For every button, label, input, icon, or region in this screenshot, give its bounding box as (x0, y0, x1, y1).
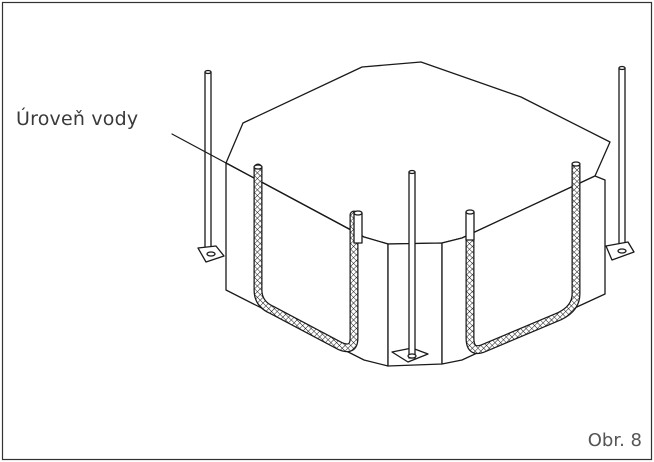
figure-caption: Obr. 8 (587, 430, 642, 451)
back-left-rod (204, 69, 212, 253)
back-right-foot (605, 241, 635, 261)
right-coil (465, 161, 581, 355)
back-left-foot (197, 245, 225, 263)
left-coil (253, 163, 363, 353)
front-rod (391, 169, 429, 363)
water-level-label: Úroveň vody (16, 108, 139, 130)
water-level-line (171, 133, 363, 237)
back-right-rod (618, 65, 626, 253)
tank-right-face (441, 175, 606, 365)
